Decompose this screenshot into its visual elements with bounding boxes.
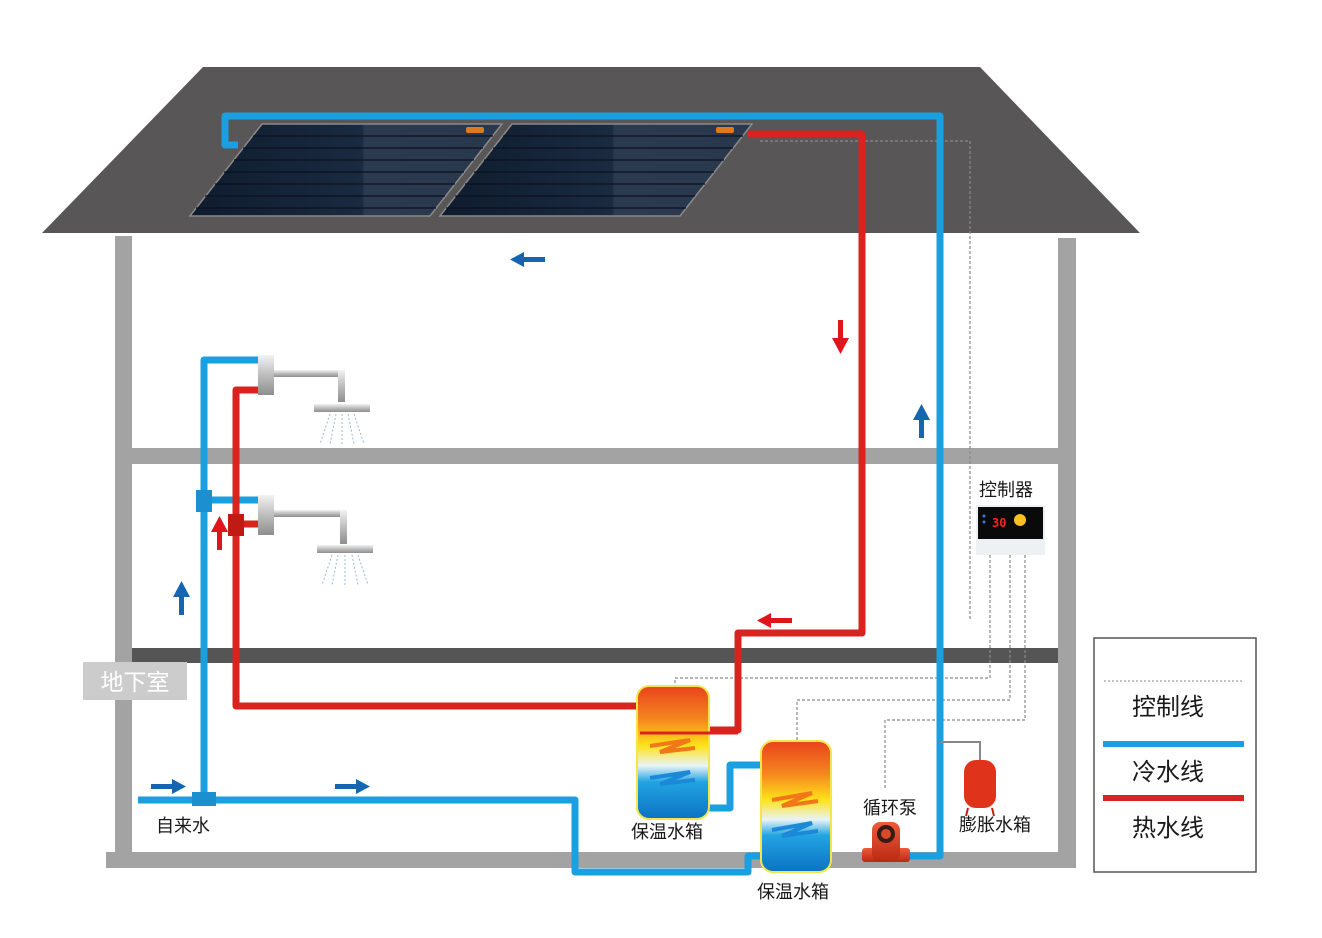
legend: 控制线 冷水线 热水线 — [1093, 637, 1257, 873]
shower-lower — [258, 495, 373, 586]
basement-slab — [132, 648, 1058, 663]
controller-temperature: 30 — [992, 516, 1006, 530]
panel-logo — [466, 127, 484, 133]
tap-water-label: 自来水 — [156, 816, 210, 837]
expansion-tank-connector — [940, 741, 981, 762]
legend-label-hot: 热水线 — [1132, 814, 1204, 842]
arrow-down-icon — [832, 320, 849, 354]
controller-gauge — [1014, 514, 1026, 526]
arrow-left-icon — [510, 252, 545, 267]
left-wall — [115, 236, 132, 868]
controller-label: 控制器 — [979, 480, 1033, 501]
panel-logo — [716, 127, 734, 133]
arrow-right-icon — [335, 779, 370, 794]
tee-fitting-inlet — [192, 792, 216, 806]
ground-floor-line — [106, 852, 1076, 868]
expansion-tank — [964, 760, 996, 817]
solar-collector-2 — [438, 123, 754, 217]
second-floor-slab — [132, 448, 1058, 464]
legend-label-control: 控制线 — [1132, 693, 1204, 721]
arrow-up-icon — [173, 581, 190, 615]
arrow-up-icon — [211, 516, 228, 550]
expansion-tank-label: 膨胀水箱 — [959, 815, 1031, 836]
storage-tank-2-label: 保温水箱 — [757, 882, 829, 903]
flow-arrows — [151, 252, 930, 794]
storage-tank-2 — [760, 740, 832, 873]
circulation-pump-label: 循环泵 — [863, 798, 917, 819]
basement-label: 地下室 — [101, 670, 170, 696]
storage-tank-1-label: 保温水箱 — [631, 822, 703, 843]
arrow-up-icon — [913, 404, 930, 438]
solar-collector-1 — [188, 123, 504, 217]
legend-label-cold: 冷水线 — [1132, 758, 1204, 786]
controller-unit: 30 — [976, 505, 1045, 555]
shower-upper — [258, 355, 370, 445]
circulation-pump — [862, 822, 910, 862]
basement-tag — [83, 662, 187, 700]
arrow-right-icon — [151, 779, 186, 794]
control-lines — [674, 140, 1026, 790]
storage-tank-1 — [636, 685, 738, 820]
tee-fitting-cold — [196, 490, 212, 512]
arrow-left-icon — [757, 613, 792, 628]
right-wall — [1058, 238, 1076, 868]
tee-fitting-hot — [228, 514, 244, 536]
